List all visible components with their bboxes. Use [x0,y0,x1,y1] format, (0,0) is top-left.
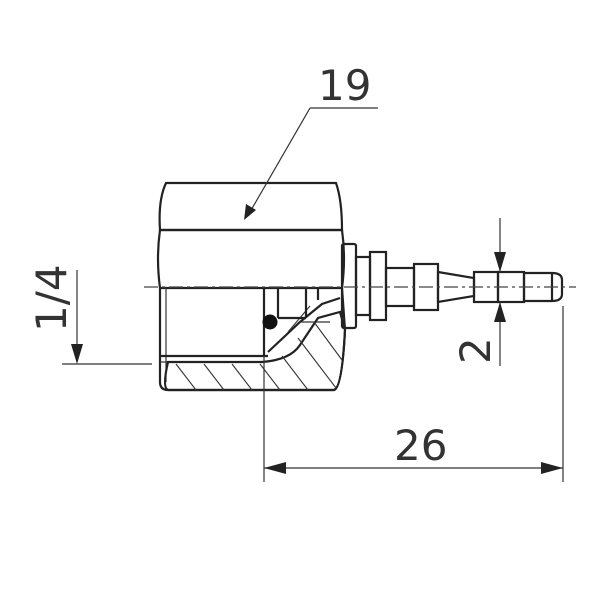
o-ring [262,314,278,330]
section-hatching [163,296,347,392]
collar [340,242,388,330]
o-ring-groove [262,288,320,356]
length-label: 26 [394,421,447,470]
nut-section-outline [158,287,347,392]
thread-size-label: 1/4 [27,264,76,332]
dimension-length[interactable]: 26 [263,306,564,482]
dimension-hex[interactable]: 19 [244,61,378,220]
hex-top-face [158,181,344,232]
dimension-thread[interactable]: 1/4 [27,264,152,365]
hex-size-label: 19 [318,61,371,110]
dimension-hose-diameter[interactable]: 2 [451,218,506,366]
hex-middle-face [156,228,346,290]
hose-diameter-label: 2 [451,337,500,364]
